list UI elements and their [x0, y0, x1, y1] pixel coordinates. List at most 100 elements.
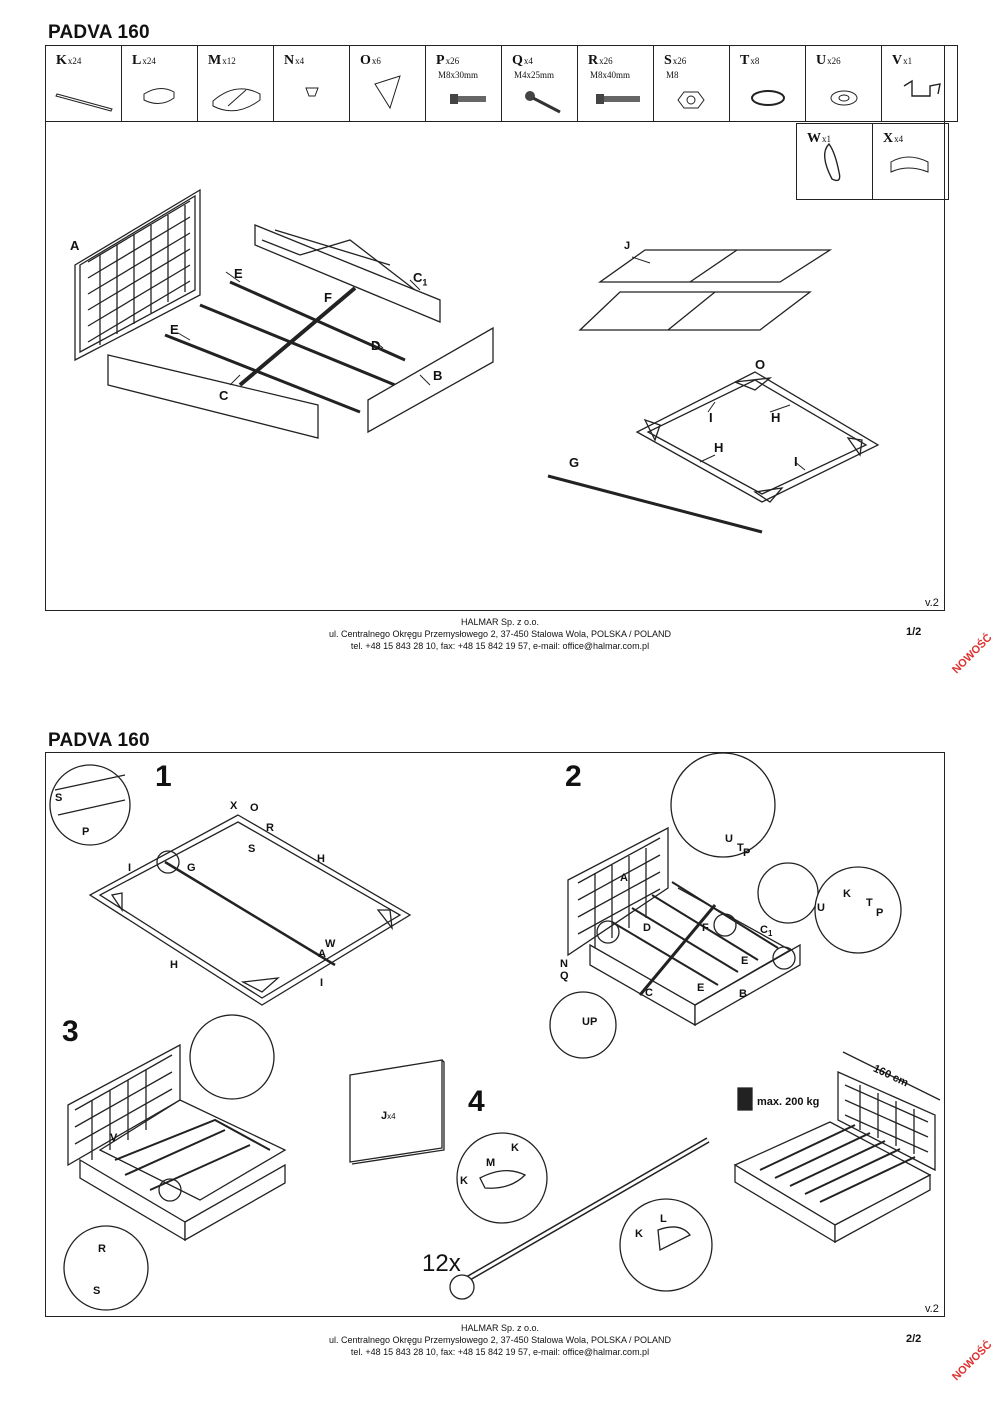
part-quantity: x24 — [67, 56, 82, 66]
s4-label-k2: K — [460, 1175, 468, 1187]
part-letter-text: X — [883, 131, 894, 146]
s4-label-k1: K — [511, 1142, 519, 1154]
part-cell-m: Mx12 — [197, 45, 274, 122]
bolt-long-icon — [596, 94, 640, 104]
corner-bracket-icon — [374, 75, 401, 110]
s4-label-k3: K — [635, 1228, 643, 1240]
part-spec: M4x25mm — [514, 70, 555, 80]
s2-label-k: K — [843, 888, 851, 900]
part-spec: M8x30mm — [438, 70, 479, 80]
s2-label-e-bottom: E — [697, 982, 705, 994]
washer-icon — [830, 90, 858, 106]
s3-label-j-qty: x4 — [387, 1112, 396, 1121]
part-quantity: x8 — [750, 56, 760, 66]
s4-label-l: L — [660, 1213, 667, 1225]
strap-icon — [824, 142, 841, 182]
page-title: PADVA 160 — [48, 22, 150, 43]
part-letter: Px26 — [436, 53, 459, 69]
s3-label-j-main: J — [381, 1110, 388, 1122]
part-letter-text: L — [132, 53, 142, 68]
s2-label-n: N — [560, 958, 568, 970]
nut-icon — [677, 91, 705, 109]
extra-parts-legend: Wx1 Xx4 — [796, 123, 949, 200]
s2-label-t2: T — [866, 897, 873, 909]
part-quantity: x4 — [523, 56, 533, 66]
slat-icon — [55, 93, 113, 112]
footer-contact: tel. +48 15 843 28 10, fax: +48 15 842 1… — [350, 641, 650, 651]
max-load-label: max. 200 kg — [757, 1096, 820, 1108]
step-3-number: 3 — [62, 1015, 79, 1048]
s1-label-o: O — [250, 802, 259, 814]
label-c1-main: C — [413, 270, 423, 285]
part-letter: Lx24 — [132, 53, 156, 69]
part-letter: Ux26 — [816, 53, 841, 69]
s3-label-s: S — [93, 1285, 101, 1297]
s2-label-u: U — [725, 833, 733, 845]
s2-label-p2: P — [876, 907, 884, 919]
headboard-a — [74, 188, 201, 362]
part-quantity: x6 — [371, 56, 381, 66]
double-cap-icon — [212, 88, 261, 112]
label-c1-sub: 1 — [422, 277, 428, 288]
s2-label-t: T — [737, 842, 744, 854]
foot-glide-icon — [305, 87, 319, 97]
page-number-2: 2/2 — [906, 1333, 922, 1345]
part-letter-text: Q — [512, 53, 523, 68]
part-letter: Tx8 — [740, 53, 759, 69]
part-letter: Kx24 — [56, 53, 81, 69]
s2-label-u2: U — [817, 902, 825, 914]
s1-label-g: G — [187, 862, 196, 874]
part-letter: Wx1 — [807, 131, 831, 147]
s1-label-h-bottom: H — [170, 959, 178, 971]
part-letter-text: P — [436, 53, 445, 68]
label-d: D — [371, 338, 381, 353]
part-letter-text: M — [208, 53, 222, 68]
part-quantity: x12 — [222, 56, 236, 66]
label-h-top: H — [771, 410, 781, 425]
part-letter-text: N — [284, 53, 295, 68]
label-a: A — [70, 238, 80, 253]
part-letter-text: V — [892, 53, 903, 68]
s2-label-up: UP — [582, 1016, 598, 1028]
part-letter-text: U — [816, 53, 827, 68]
version-label-2: v.2 — [925, 1303, 939, 1315]
part-letter: Xx4 — [883, 131, 903, 147]
s2-label-c1-main: C — [760, 924, 768, 936]
version-label: v.2 — [925, 597, 939, 609]
s2-label-d: D — [643, 922, 651, 934]
hook-bracket-icon — [903, 79, 941, 97]
page-number: 1/2 — [906, 626, 922, 638]
label-g: G — [569, 455, 580, 470]
part-letter-text: S — [664, 53, 672, 68]
footer-address: ul. Centralnego Okręgu Przemysłowego 2, … — [328, 629, 671, 639]
part-letter-text: T — [740, 53, 750, 68]
s2-label-b: B — [739, 988, 747, 1000]
label-e-top: E — [234, 266, 243, 281]
s1-label-i-top: I — [128, 862, 132, 874]
step-1-number: 1 — [155, 760, 172, 793]
part-quantity: x24 — [142, 56, 156, 66]
part-quantity: x26 — [672, 56, 687, 66]
s2-label-c: C — [645, 987, 653, 999]
label-j: J — [624, 240, 631, 252]
s3-label-j: Jx4 — [381, 1110, 396, 1122]
part-letter-text: K — [56, 53, 67, 68]
footer-company-2: HALMAR Sp. z o.o. — [460, 1323, 540, 1333]
label-c1: C1 — [413, 270, 427, 288]
ring-icon — [751, 90, 785, 106]
part-spec: M8x40mm — [590, 70, 631, 80]
part-quantity: x1 — [903, 56, 913, 66]
assembly-steps-diagram — [49, 752, 941, 1311]
part-quantity: x4 — [295, 56, 305, 66]
parts-frame-page1 — [45, 45, 945, 611]
slat-cap-icon — [143, 88, 175, 104]
label-i-bottom: I — [794, 454, 798, 469]
bolt-short-icon — [450, 94, 486, 104]
part-cell-w: Wx1 — [796, 123, 873, 200]
s2-label-q: Q — [560, 970, 569, 982]
part-letter: Rx26 — [588, 53, 613, 69]
part-letter-text: O — [360, 53, 371, 68]
part-letter: Sx26 — [664, 53, 686, 69]
part-letter: Nx4 — [284, 53, 304, 69]
